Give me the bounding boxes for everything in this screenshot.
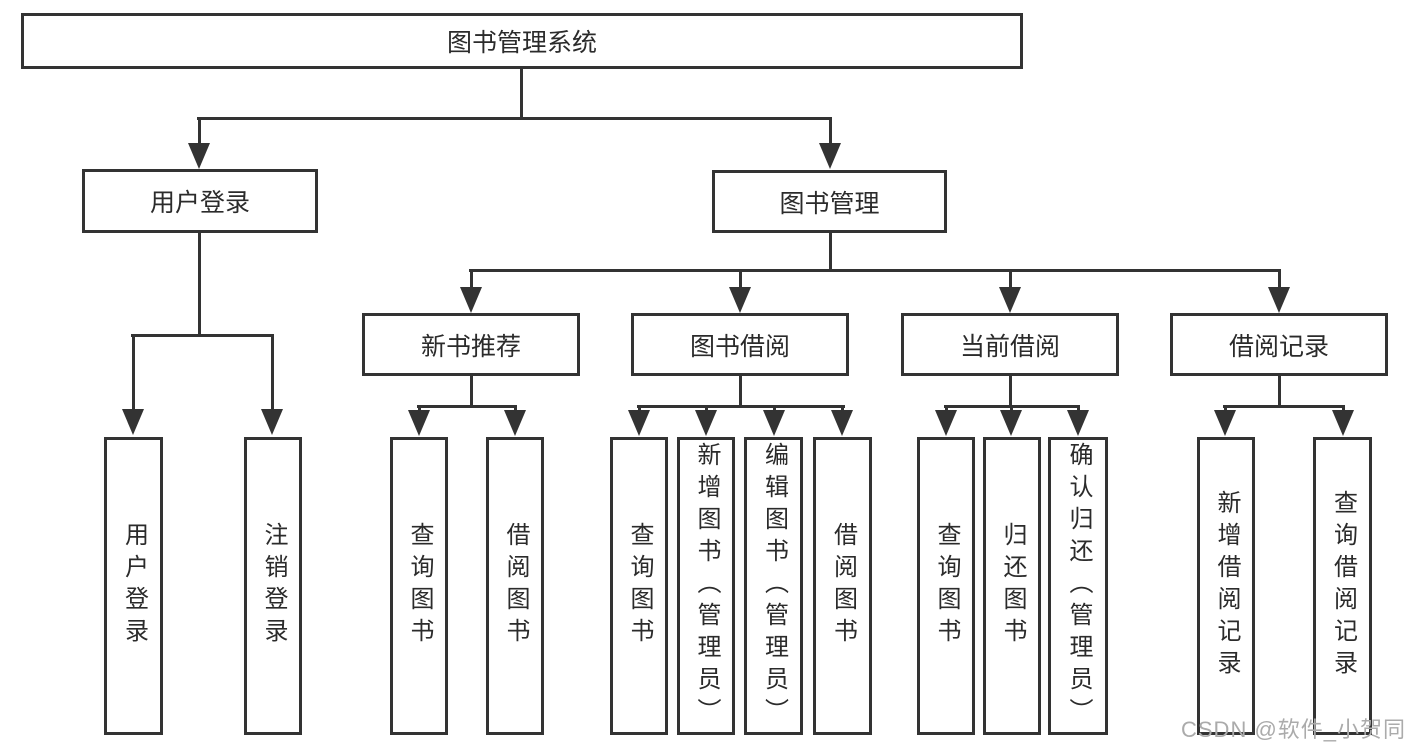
leaf-edit-books-admin: 编辑图书（管理员） xyxy=(744,437,803,735)
arrowhead-down xyxy=(1067,410,1089,436)
connector-shaft xyxy=(841,405,844,413)
connector-level3-horizontal xyxy=(469,269,1281,272)
connector-shaft xyxy=(198,117,201,145)
connector-shaft xyxy=(739,269,742,289)
node-current-borrow-label: 当前借阅 xyxy=(959,332,1060,361)
leaf-query-books-recommend: 查询图书 xyxy=(390,437,448,735)
connector-shaft xyxy=(271,334,274,411)
arrowhead-down xyxy=(460,287,482,313)
connector-shaft xyxy=(418,405,421,413)
connector-shaft xyxy=(1342,405,1345,413)
node-book-management-label: 图书管理 xyxy=(779,189,880,218)
connector-shaft xyxy=(829,117,832,145)
leaf-borrow-books-recommend: 借阅图书 xyxy=(486,437,544,735)
arrowhead-down xyxy=(408,410,430,436)
arrowhead-down xyxy=(504,410,526,436)
leaf-return-books: 归还图书 xyxy=(983,437,1041,735)
node-book-borrow: 图书借阅 xyxy=(631,313,849,376)
connector-shaft xyxy=(1224,405,1227,413)
node-root-label: 图书管理系统 xyxy=(446,29,597,57)
connector-level2-horizontal xyxy=(197,117,832,120)
connector-book-borrow-fork xyxy=(637,405,845,408)
arrowhead-down xyxy=(261,409,283,435)
connector-user-login-fork xyxy=(131,334,274,337)
connector-shaft xyxy=(1077,405,1080,413)
node-new-book-recommend-label: 新书推荐 xyxy=(420,332,521,361)
connector-shaft xyxy=(773,405,776,413)
csdn-watermark: CSDN @软件_小贺同学 xyxy=(1181,717,1405,742)
connector-user-login-vertical xyxy=(198,233,201,337)
arrowhead-down xyxy=(763,410,785,436)
arrowhead-down xyxy=(1268,287,1290,313)
connector-shaft xyxy=(638,405,641,413)
node-root: 图书管理系统 xyxy=(21,13,1023,69)
node-current-borrow: 当前借阅 xyxy=(901,313,1119,376)
node-user-login-label: 用户登录 xyxy=(149,189,250,217)
arrowhead-down xyxy=(188,143,210,169)
connector-new-book-vertical xyxy=(470,376,473,407)
connector-borrow-record-vertical xyxy=(1278,376,1281,407)
leaf-user-login: 用户登录 xyxy=(104,437,163,735)
arrowhead-down xyxy=(122,409,144,435)
connector-current-borrow-vertical xyxy=(1009,376,1012,407)
arrowhead-down xyxy=(935,410,957,436)
node-new-book-recommend: 新书推荐 xyxy=(362,313,580,376)
leaf-add-borrow-record: 新增借阅记录 xyxy=(1197,437,1255,735)
connector-shaft xyxy=(514,405,517,413)
leaf-query-books-borrow: 查询图书 xyxy=(610,437,668,735)
arrowhead-down xyxy=(819,143,841,169)
connector-root-vertical xyxy=(520,67,523,119)
connector-book-mgmt-vertical xyxy=(829,233,832,272)
leaf-add-books-admin: 新增图书（管理员） xyxy=(677,437,735,735)
node-user-login: 用户登录 xyxy=(82,169,318,233)
arrowhead-down xyxy=(831,410,853,436)
connector-new-book-fork xyxy=(417,405,517,408)
leaf-confirm-return-admin: 确认归还（管理员） xyxy=(1048,437,1108,735)
connector-shaft xyxy=(705,405,708,413)
connector-book-borrow-vertical xyxy=(739,376,742,407)
connector-shaft xyxy=(1009,269,1012,289)
arrowhead-down xyxy=(1000,410,1022,436)
node-borrow-record-label: 借阅记录 xyxy=(1228,332,1329,361)
connector-shaft xyxy=(945,405,948,413)
node-book-borrow-label: 图书借阅 xyxy=(689,332,790,361)
leaf-query-books-current: 查询图书 xyxy=(917,437,975,735)
leaf-logout: 注销登录 xyxy=(244,437,302,735)
arrowhead-down xyxy=(695,410,717,436)
leaf-query-borrow-record: 查询借阅记录 xyxy=(1313,437,1372,735)
arrowhead-down xyxy=(1214,410,1236,436)
arrowhead-down xyxy=(628,410,650,436)
connector-borrow-record-fork xyxy=(1223,405,1345,408)
arrowhead-down xyxy=(729,287,751,313)
connector-shaft xyxy=(1010,405,1013,413)
node-borrow-record: 借阅记录 xyxy=(1170,313,1388,376)
leaf-borrow-books: 借阅图书 xyxy=(813,437,872,735)
connector-shaft xyxy=(132,334,135,411)
arrowhead-down xyxy=(1332,410,1354,436)
node-book-management: 图书管理 xyxy=(712,170,947,233)
connector-shaft xyxy=(470,269,473,289)
connector-shaft xyxy=(1278,269,1281,289)
arrowhead-down xyxy=(999,287,1021,313)
